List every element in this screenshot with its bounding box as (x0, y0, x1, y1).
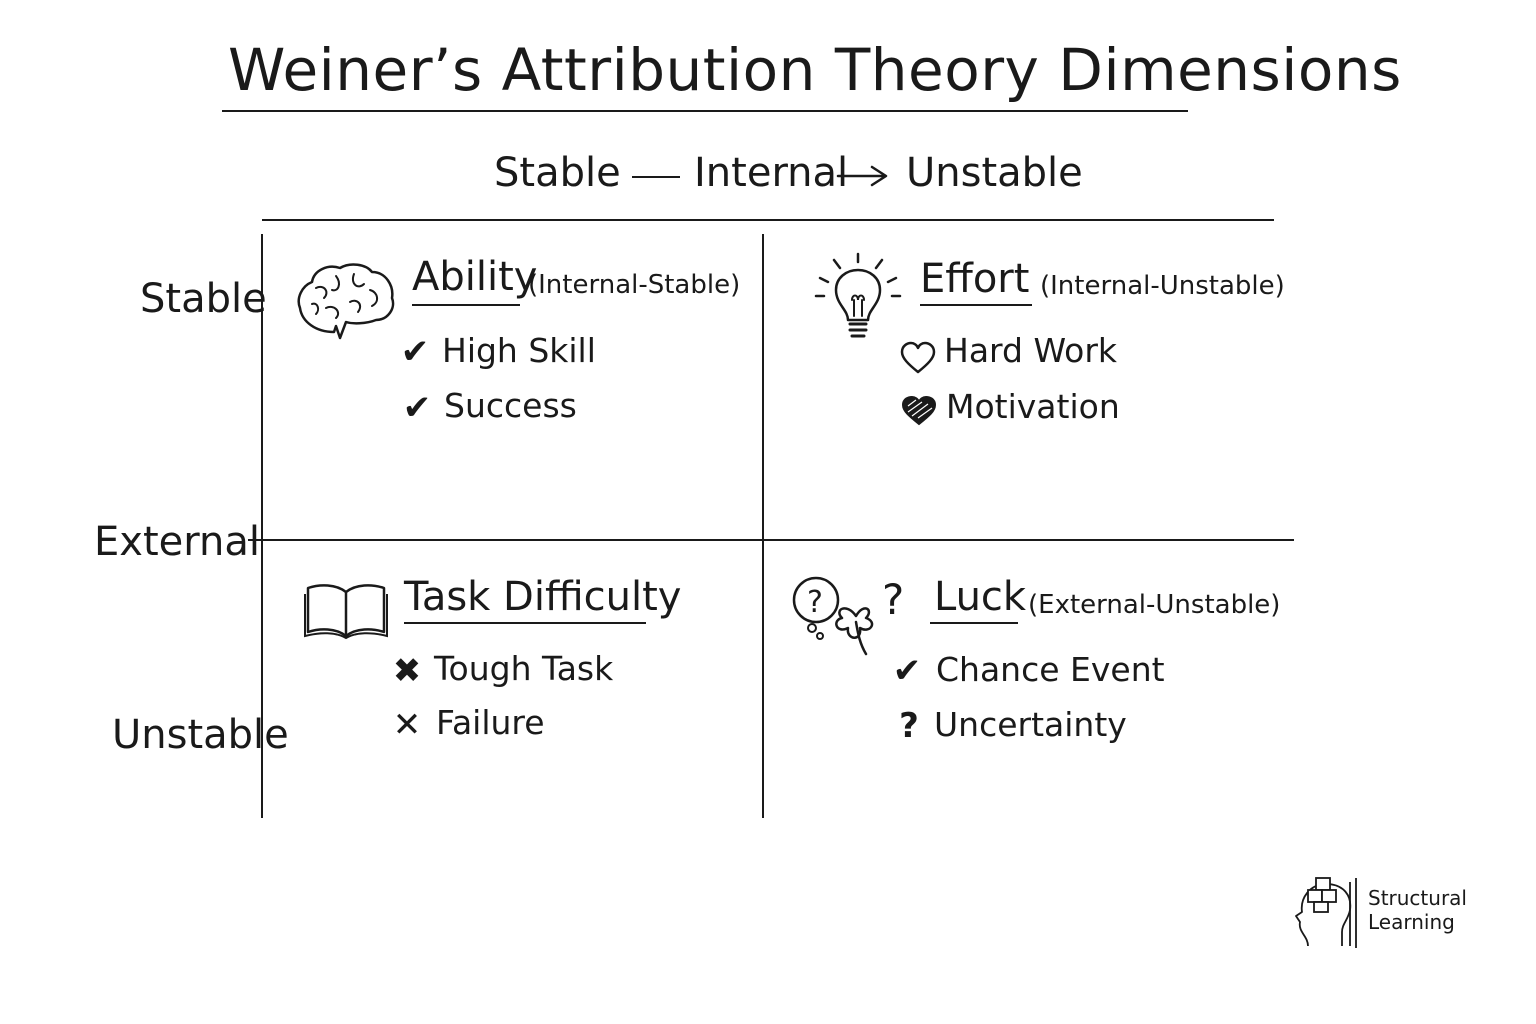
quadrant-task-difficulty-item: Tough Task (434, 649, 614, 688)
logo-text-line1: Structural (1368, 886, 1467, 910)
check-icon: ✔ (402, 388, 432, 428)
quadrant-task-difficulty-item: Failure (436, 703, 545, 742)
grid-left-line (261, 234, 263, 818)
quadrant-task-difficulty-title-underline (404, 622, 646, 624)
quadrant-ability-title: Ability (412, 254, 538, 300)
quadrant-effort-title: Effort (920, 256, 1030, 302)
top-axis-dash (632, 176, 680, 178)
arrow-right-icon (836, 165, 888, 187)
quadrant-effort-item: Hard Work (944, 331, 1118, 370)
side-axis-bottom-label: Unstable (112, 712, 289, 758)
top-axis-left-label: Stable (494, 150, 621, 196)
side-axis-middle-label: External (94, 519, 260, 565)
quadrant-ability-subtitle: (Internal-Stable) (528, 270, 741, 300)
quadrant-task-difficulty-title: Task Difficulty (404, 574, 682, 620)
top-axis-right-label: Unstable (906, 150, 1083, 196)
title-underline (222, 110, 1188, 112)
quadrant-luck-item: Uncertainty (934, 705, 1127, 744)
check-icon: ✔ (400, 332, 430, 372)
cross-icon: ✕ (392, 705, 422, 745)
check-icon: ✔ (892, 651, 922, 691)
quadrant-effort-subtitle: (Internal-Unstable) (1040, 271, 1285, 301)
grid-center-line (762, 234, 764, 818)
brain-icon (297, 263, 395, 340)
quadrant-effort-title-underline (920, 304, 1032, 306)
clover-question-icon: ? ? (792, 575, 904, 656)
top-axis-middle-label: Internal (694, 150, 849, 196)
structural-learning-logo-icon (1295, 877, 1357, 948)
quadrant-luck-subtitle: (External-Unstable) (1028, 590, 1281, 620)
cross-icon: ✖ (392, 651, 422, 691)
heart-outline-icon (900, 341, 936, 374)
quadrant-ability-item: Success (444, 386, 577, 425)
quadrant-ability-item: High Skill (442, 331, 596, 370)
logo-text-line2: Learning (1368, 910, 1455, 934)
quadrant-luck-title: Luck (934, 574, 1027, 620)
quadrant-luck-title-underline (930, 622, 1018, 624)
svg-text:?: ? (882, 575, 904, 624)
quadrant-effort-item: Motivation (946, 387, 1120, 426)
grid-top-line (262, 219, 1274, 221)
quadrant-ability-title-underline (412, 304, 520, 306)
question-mark-icon: ? (899, 706, 919, 746)
diagram-title: Weiner’s Attribution Theory Dimensions (228, 36, 1402, 104)
lightbulb-icon (814, 252, 902, 338)
heart-filled-icon (901, 395, 937, 426)
side-axis-top-label: Stable (140, 276, 267, 322)
quadrant-luck-item: Chance Event (936, 650, 1165, 689)
open-book-icon (304, 584, 388, 640)
svg-text:?: ? (807, 585, 823, 620)
grid-middle-line (248, 539, 1294, 541)
